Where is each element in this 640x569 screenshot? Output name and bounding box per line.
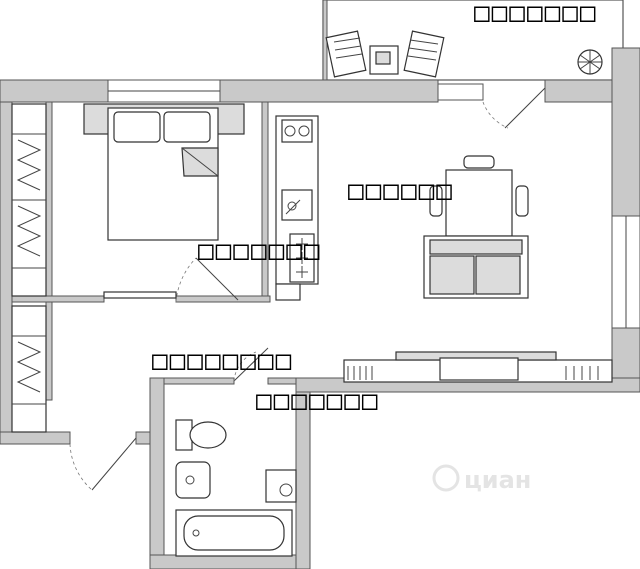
balcony-label: □□□□□□□	[474, 0, 598, 28]
bedroom-label: □□□□□□□	[198, 236, 322, 266]
sofa	[423, 235, 529, 299]
bathtub	[175, 509, 293, 557]
watermark: циан	[432, 464, 531, 494]
toilet	[175, 419, 227, 451]
dining-table	[429, 155, 529, 237]
tv-unit	[343, 351, 613, 383]
washing-machine	[265, 469, 297, 503]
wardrobe-hallway	[11, 305, 47, 433]
door-swings	[69, 87, 546, 491]
kitchen-living-label: □□□□□□	[348, 176, 454, 206]
deck-chair-right	[403, 30, 445, 78]
balcony-table	[369, 45, 399, 75]
hallway-label: □□□□□□□□	[152, 346, 293, 376]
balcony-area	[322, 0, 624, 81]
deck-chair-left	[325, 30, 367, 78]
double-bed	[83, 103, 245, 241]
wardrobe-bedroom	[11, 103, 47, 297]
plant-icon	[577, 49, 603, 75]
bathroom-label: □□□□□□□	[256, 386, 380, 416]
watermark-text: циан	[464, 466, 531, 494]
radiator	[103, 291, 177, 299]
kitchen-counter	[275, 115, 319, 301]
washbasin	[175, 461, 211, 499]
